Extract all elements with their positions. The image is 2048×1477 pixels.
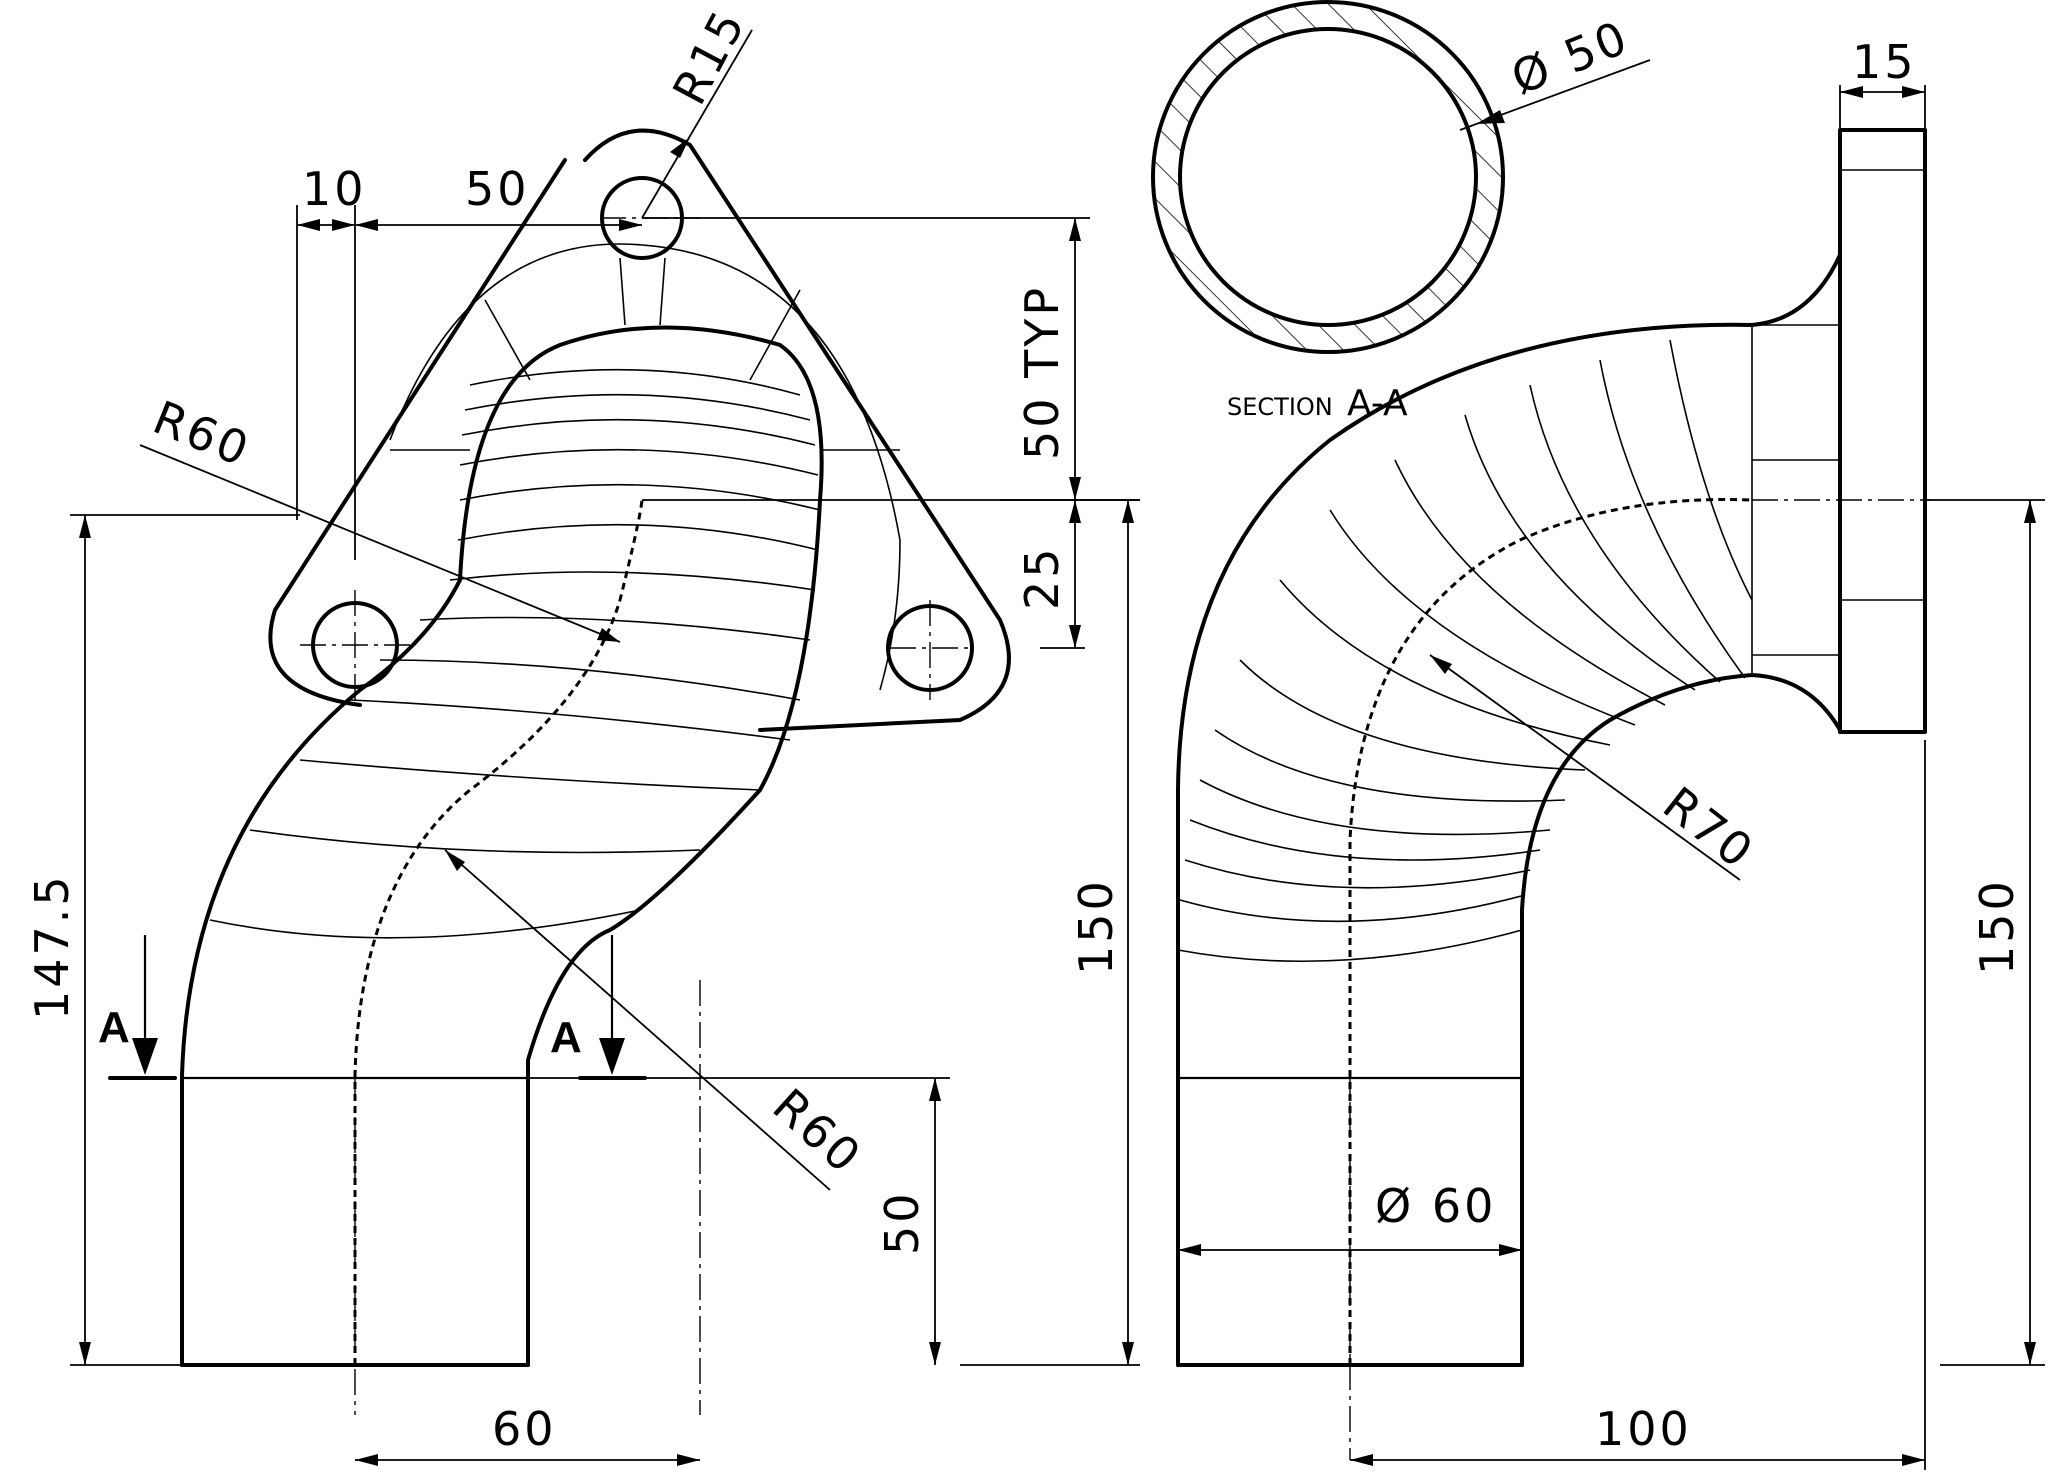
section-inner-circle bbox=[1178, 27, 1478, 327]
dim-150-right: 150 bbox=[1970, 878, 2024, 975]
side-hidden-centreline bbox=[1348, 498, 1753, 1365]
section-a-a: Ø 50 SECTION A-A bbox=[1151, 0, 1651, 424]
section-marker-left: A bbox=[98, 1003, 130, 1052]
front-view bbox=[180, 128, 1011, 1367]
elbow-outer bbox=[1176, 253, 1842, 1367]
pipe-outer-left bbox=[180, 325, 824, 1367]
dim-150-left: 150 bbox=[1069, 878, 1123, 975]
elbow-inner bbox=[1520, 673, 1842, 1367]
boss-ring bbox=[389, 243, 901, 691]
section-outer-circle bbox=[1151, 0, 1505, 354]
dim-10: 10 bbox=[302, 162, 367, 216]
side-view bbox=[1176, 128, 1930, 1460]
dim-50-typ: 50 TYP bbox=[1015, 285, 1069, 460]
dim-147-5: 147.5 bbox=[25, 873, 79, 1020]
section-caption-word: SECTION bbox=[1227, 393, 1333, 421]
bend-bands bbox=[209, 368, 821, 939]
dim-r60-upper: R60 bbox=[146, 390, 258, 477]
dim-r60-lower: R60 bbox=[763, 1078, 873, 1185]
elbow-bands bbox=[1177, 339, 1753, 963]
dim-r70: R70 bbox=[1653, 776, 1765, 880]
side-flange-plate bbox=[1838, 128, 1927, 734]
front-dimensions: 10 50 R15 50 TYP 25 R60 147.5 15 bbox=[25, 0, 1140, 1466]
dim-25: 25 bbox=[1015, 545, 1069, 610]
section-marker-right: A bbox=[550, 1013, 582, 1062]
dim-100: 100 bbox=[1595, 1402, 1692, 1456]
dim-50-top: 50 bbox=[465, 162, 530, 216]
dim-r15: R15 bbox=[662, 0, 756, 113]
dim-15: 15 bbox=[1852, 35, 1917, 89]
dim-dia-60: Ø 60 bbox=[1375, 1179, 1496, 1233]
dim-60: 60 bbox=[492, 1402, 557, 1456]
dim-dia-50: Ø 50 bbox=[1504, 10, 1637, 106]
dim-50-bottom: 50 bbox=[875, 1190, 929, 1255]
section-caption-id: A-A bbox=[1347, 383, 1408, 424]
flange-outline bbox=[268, 128, 1011, 732]
